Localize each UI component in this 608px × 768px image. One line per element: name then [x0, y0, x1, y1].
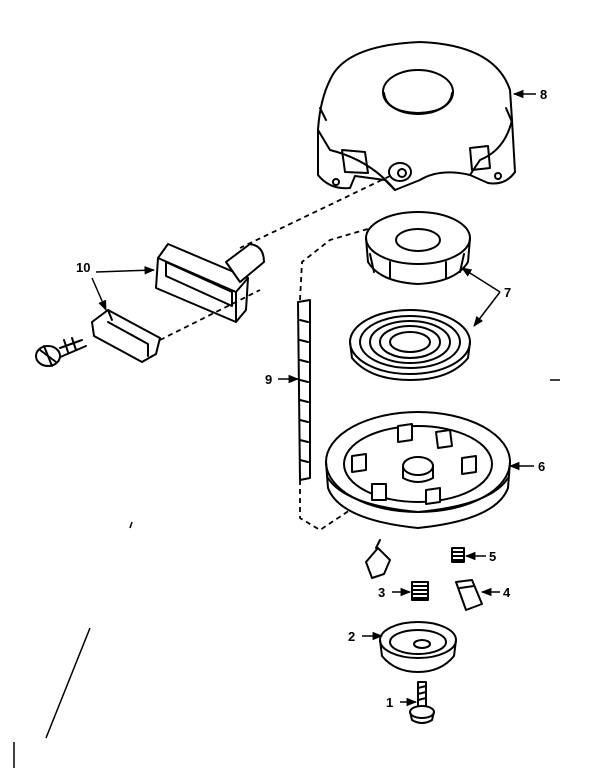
recoil-spring-part	[349, 309, 471, 381]
starter-housing-part	[317, 41, 516, 191]
rope-path-dashed-line	[159, 175, 391, 532]
callout-8-label: 8	[540, 87, 547, 102]
callout-7-leader-a	[461, 267, 501, 293]
callout-7-leader-b	[473, 291, 501, 327]
pawl-spring-part	[451, 547, 465, 563]
callout-6-label: 6	[538, 459, 545, 474]
handle-insert-part	[91, 309, 161, 363]
brake-plate-part	[455, 579, 483, 611]
callout-10-label: 10	[76, 260, 90, 275]
handle-screw-part	[35, 337, 87, 367]
center-screw-part	[409, 681, 435, 724]
scan-mark-line	[13, 379, 560, 768]
starter-handle-part	[155, 243, 265, 323]
callout-2-label: 2	[348, 629, 355, 644]
pawl-part	[365, 539, 391, 579]
retainer-cup-part	[379, 621, 457, 673]
callout-5-label: 5	[489, 549, 496, 564]
callout-4-label: 4	[503, 585, 511, 600]
callout-10-leader-a	[95, 266, 156, 275]
callout-10-leader-b	[91, 277, 107, 311]
callout-9-label: 9	[265, 372, 272, 387]
callout-7-label: 7	[504, 285, 511, 300]
starter-rope-part	[297, 299, 311, 481]
brake-spring-part	[411, 581, 429, 601]
starter-pulley-part	[325, 411, 511, 529]
callout-3-label: 3	[378, 585, 385, 600]
callout-1-label: 1	[386, 695, 393, 710]
spring-retainer-part	[365, 211, 471, 285]
